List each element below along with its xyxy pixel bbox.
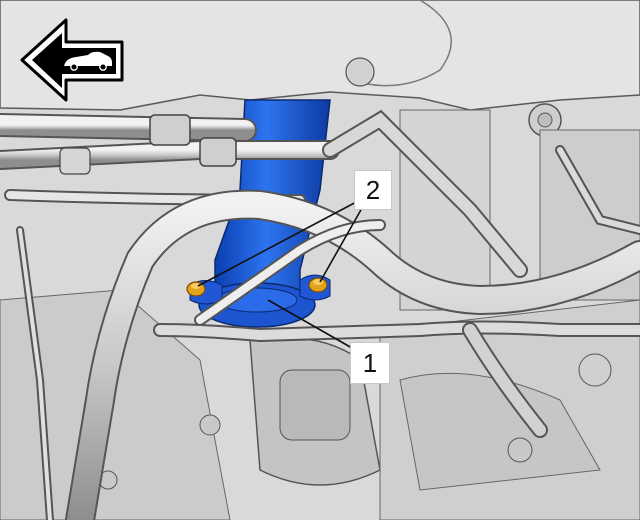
- fastener-right: [308, 277, 328, 293]
- callout-label-1: 1: [350, 342, 390, 384]
- front-of-vehicle-arrow-icon: [20, 18, 124, 102]
- hose-connector: [149, 114, 191, 146]
- leader-lines: [197, 199, 363, 349]
- hoses: [0, 109, 640, 520]
- engine-cover: [0, 0, 640, 111]
- hose-connector: [199, 137, 237, 167]
- car-icon: [64, 51, 112, 71]
- callout-label-2: 2: [354, 170, 392, 210]
